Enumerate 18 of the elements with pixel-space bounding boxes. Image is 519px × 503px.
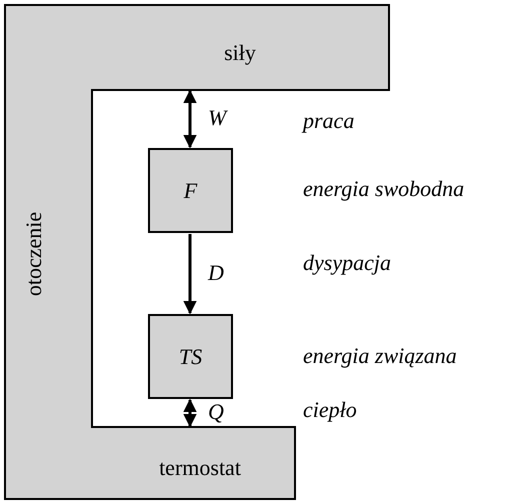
box-label: TS [178,344,202,370]
edge-label: D [208,262,224,284]
region-label: siły [224,42,256,64]
box-label: F [184,178,198,204]
process-box [148,314,233,399]
note-text: praca [303,110,354,132]
edge-label: W [208,107,226,129]
arrow [183,90,197,148]
note-text: energia związana [303,345,457,367]
region-label: otoczenie [23,212,45,296]
region-label: termostat [159,457,241,479]
arrow [183,234,197,314]
arrow [183,398,197,428]
note-text: dysypacja [303,252,391,274]
process-box [148,148,233,233]
note-text: energia swobodna [303,178,464,200]
edge-label: Q [208,401,224,423]
note-text: ciepło [303,399,357,421]
